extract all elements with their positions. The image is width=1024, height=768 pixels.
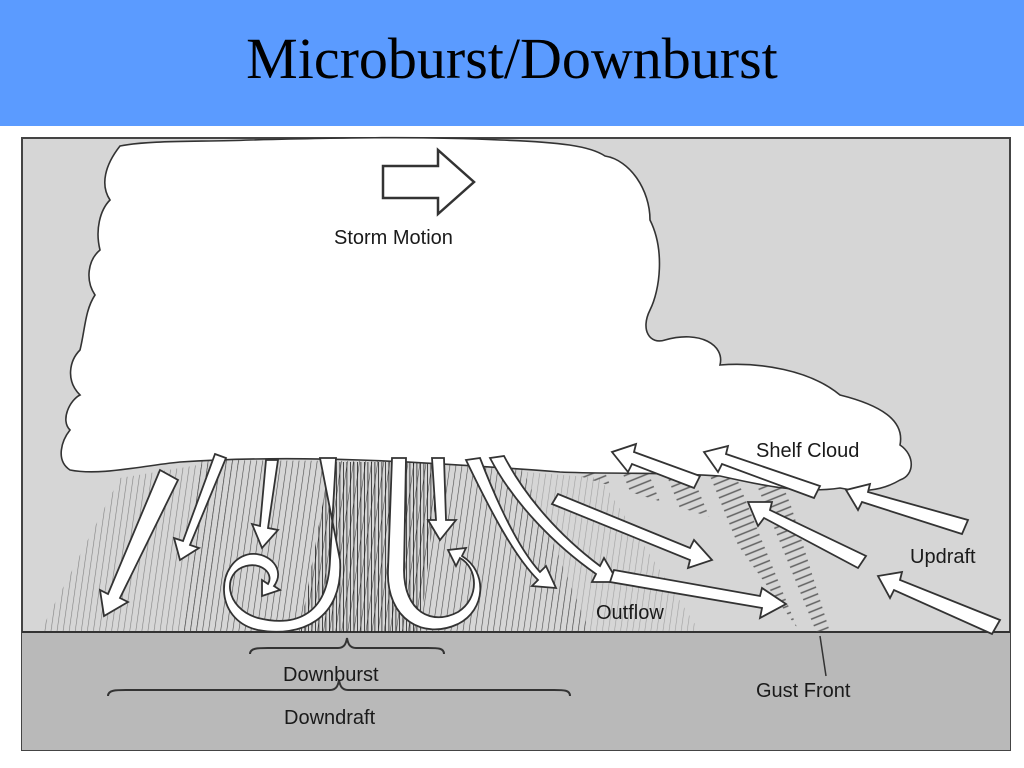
updraft-arrows [610, 442, 1002, 636]
gust-front-leader [819, 635, 827, 677]
storm-motion-label: Storm Motion [334, 227, 453, 249]
downdraft-arrows [98, 452, 458, 618]
storm-motion-arrow [381, 147, 476, 217]
outflow-arrows [464, 455, 788, 620]
slide-title: Microburst/Downburst [246, 25, 778, 91]
outflow-label: Outflow [596, 602, 664, 624]
curl-arrow-right [387, 457, 482, 631]
downdraft-arrow-2 [250, 459, 280, 550]
outflow-arrow-1 [464, 457, 558, 590]
downdraft-arrow-outer-left [98, 468, 180, 618]
title-bar: Microburst/Downburst [0, 0, 1024, 126]
rain-shaft-right [500, 470, 700, 632]
microburst-diagram: Storm Motion Shelf Cloud Updraft Outflow… [21, 136, 1011, 751]
downdraft-label: Downdraft [284, 707, 376, 729]
updraft-arrow-4 [844, 482, 970, 536]
curl-arrow-left [223, 457, 341, 633]
updraft-arrow-1 [610, 442, 702, 490]
downburst-brace [249, 637, 445, 655]
gust-front-label: Gust Front [756, 680, 851, 702]
updraft-arrow-2 [702, 444, 822, 500]
updraft-arrow-3 [746, 501, 868, 570]
outflow-arrow-4 [608, 568, 788, 620]
outflow-arrow-3 [550, 492, 714, 570]
updraft-arrow-5 [876, 570, 1002, 636]
shelf-cloud-label: Shelf Cloud [756, 440, 859, 462]
downdraft-brace [107, 679, 571, 697]
downburst-label: Downburst [283, 664, 379, 686]
outflow-arrow-2 [488, 455, 620, 583]
downdraft-arrow-3 [426, 457, 458, 542]
updraft-label: Updraft [910, 546, 976, 568]
downdraft-arrow-1 [172, 452, 228, 562]
curl-arrows [223, 457, 482, 633]
